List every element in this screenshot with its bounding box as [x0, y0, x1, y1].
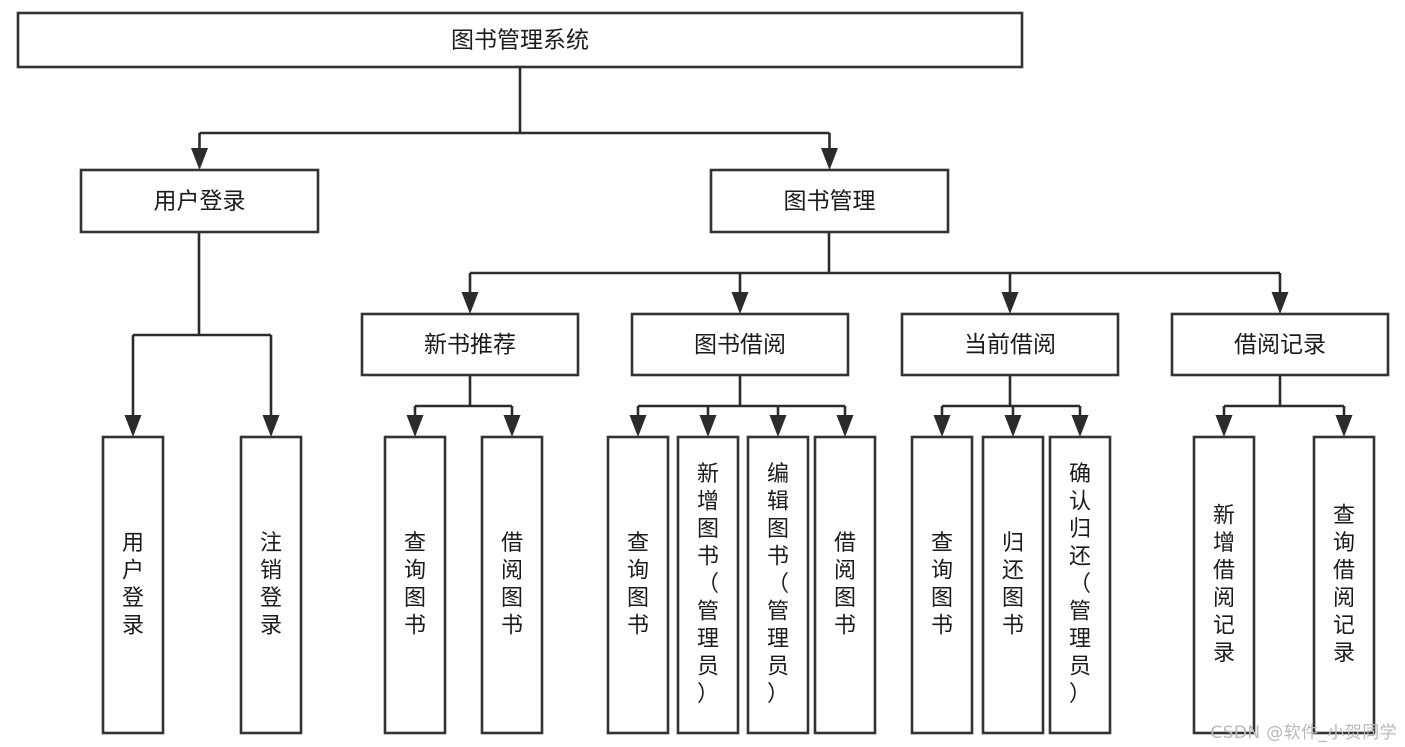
node-leaf-return-book[interactable]: 归还图书	[981, 435, 1045, 735]
node-user-login[interactable]: 用户登录	[79, 168, 320, 234]
node-box-leaf-add-book[interactable]	[676, 435, 740, 735]
node-box-user-login[interactable]	[79, 168, 320, 234]
node-box-leaf-query-record[interactable]	[1312, 435, 1376, 735]
watermark-label: CSDN @软件_小贺同学	[1210, 723, 1397, 743]
node-label-leaf-add-record: 新增借阅记录	[1213, 503, 1235, 666]
node-leaf-logout[interactable]: 注销登录	[239, 435, 303, 735]
node-root[interactable]: 图书管理系统	[16, 11, 1024, 69]
node-leaf-query-book-rec[interactable]: 查询图书	[383, 435, 447, 735]
node-box-leaf-borrow-book-rec[interactable]	[480, 435, 544, 735]
connector-edge-curborrow-split	[933, 375, 1089, 437]
node-leaf-query-book-cur[interactable]: 查询图书	[910, 435, 974, 735]
node-box-leaf-query-book[interactable]	[606, 435, 670, 735]
arrow-head-icon	[629, 415, 647, 437]
arrow-head-icon	[262, 415, 280, 437]
node-leaf-add-book[interactable]: 新增图书（管理员）	[676, 435, 740, 735]
node-label-leaf-logout: 注销登录	[260, 531, 282, 639]
node-label-book-borrow: 图书借阅	[694, 332, 786, 358]
node-label-root: 图书管理系统	[451, 28, 589, 54]
connector-edge-records-split	[1215, 375, 1353, 437]
arrow-head-icon	[821, 148, 838, 170]
arrow-head-icon	[406, 415, 424, 437]
node-box-leaf-confirm-return[interactable]	[1048, 435, 1112, 735]
connector-edge-newbook-split	[406, 375, 521, 437]
arrow-head-icon	[1335, 415, 1353, 437]
node-current-borrow[interactable]: 当前借阅	[900, 312, 1120, 377]
node-label-leaf-confirm-return: 确认归还（管理员）	[1069, 462, 1091, 707]
node-label-user-login: 用户登录	[154, 189, 246, 215]
node-box-leaf-add-record[interactable]	[1192, 435, 1256, 735]
node-book-borrow[interactable]: 图书借阅	[630, 312, 850, 377]
arrow-head-icon	[1071, 415, 1089, 437]
node-label-leaf-add-book: 新增图书（管理员）	[697, 462, 719, 707]
connector-edge-bookmgmt-split	[461, 232, 1289, 314]
node-label-leaf-query-book: 查询图书	[627, 531, 649, 639]
node-leaf-edit-book[interactable]: 编辑图书（管理员）	[746, 435, 810, 735]
node-leaf-borrow-book[interactable]: 借阅图书	[813, 435, 877, 735]
arrow-head-icon	[124, 415, 142, 437]
arrow-head-icon	[1271, 292, 1289, 314]
node-label-new-book-recommend: 新书推荐	[424, 332, 516, 358]
node-box-book-management[interactable]	[709, 168, 950, 234]
node-label-book-management: 图书管理	[784, 189, 876, 215]
node-label-leaf-borrow-book: 借阅图书	[834, 531, 856, 639]
node-leaf-borrow-book-rec[interactable]: 借阅图书	[480, 435, 544, 735]
node-new-book-recommend[interactable]: 新书推荐	[360, 312, 580, 377]
node-label-leaf-query-book-rec: 查询图书	[404, 531, 426, 639]
arrow-head-icon	[1004, 415, 1022, 437]
node-label-borrow-records: 借阅记录	[1234, 332, 1326, 358]
node-box-leaf-borrow-book[interactable]	[813, 435, 877, 735]
node-box-leaf-edit-book[interactable]	[746, 435, 810, 735]
node-label-leaf-query-book-cur: 查询图书	[931, 531, 953, 639]
arrow-head-icon	[769, 415, 787, 437]
node-leaf-user-login[interactable]: 用户登录	[101, 435, 165, 735]
node-label-leaf-return-book: 归还图书	[1002, 531, 1024, 639]
node-leaf-query-book[interactable]: 查询图书	[606, 435, 670, 735]
node-box-book-borrow[interactable]	[630, 312, 850, 377]
node-label-leaf-borrow-book-rec: 借阅图书	[501, 531, 523, 639]
arrow-head-icon	[191, 148, 208, 170]
connectors-layer	[124, 67, 1353, 437]
node-box-current-borrow[interactable]	[900, 312, 1120, 377]
node-box-leaf-user-login[interactable]	[101, 435, 165, 735]
node-label-leaf-query-record: 查询借阅记录	[1333, 503, 1355, 666]
arrow-head-icon	[836, 415, 854, 437]
node-box-leaf-logout[interactable]	[239, 435, 303, 735]
node-leaf-query-record[interactable]: 查询借阅记录	[1312, 435, 1376, 735]
node-leaf-confirm-return[interactable]: 确认归还（管理员）	[1048, 435, 1112, 735]
arrow-head-icon	[503, 415, 521, 437]
arrow-head-icon	[1215, 415, 1233, 437]
node-box-leaf-query-book-rec[interactable]	[383, 435, 447, 735]
node-label-leaf-user-login: 用户登录	[122, 531, 144, 639]
arrow-head-icon	[933, 415, 951, 437]
arrow-head-icon	[699, 415, 717, 437]
node-box-borrow-records[interactable]	[1170, 312, 1390, 377]
node-box-leaf-query-book-cur[interactable]	[910, 435, 974, 735]
node-borrow-records[interactable]: 借阅记录	[1170, 312, 1390, 377]
arrow-head-icon	[461, 292, 479, 314]
node-book-management[interactable]: 图书管理	[709, 168, 950, 234]
connector-edge-root-split	[191, 67, 838, 170]
node-label-current-borrow: 当前借阅	[964, 332, 1056, 358]
node-box-leaf-return-book[interactable]	[981, 435, 1045, 735]
arrow-head-icon	[1001, 292, 1019, 314]
node-label-leaf-edit-book: 编辑图书（管理员）	[767, 462, 789, 707]
arrow-head-icon	[731, 292, 749, 314]
nodes-layer: 图书管理系统用户登录图书管理新书推荐图书借阅当前借阅借阅记录用户登录注销登录查询…	[16, 11, 1390, 735]
node-box-new-book-recommend[interactable]	[360, 312, 580, 377]
node-leaf-add-record[interactable]: 新增借阅记录	[1192, 435, 1256, 735]
connector-edge-userlogin-split	[124, 232, 280, 437]
node-box-root[interactable]	[16, 11, 1024, 69]
connector-edge-bookborrow-split	[629, 375, 854, 437]
